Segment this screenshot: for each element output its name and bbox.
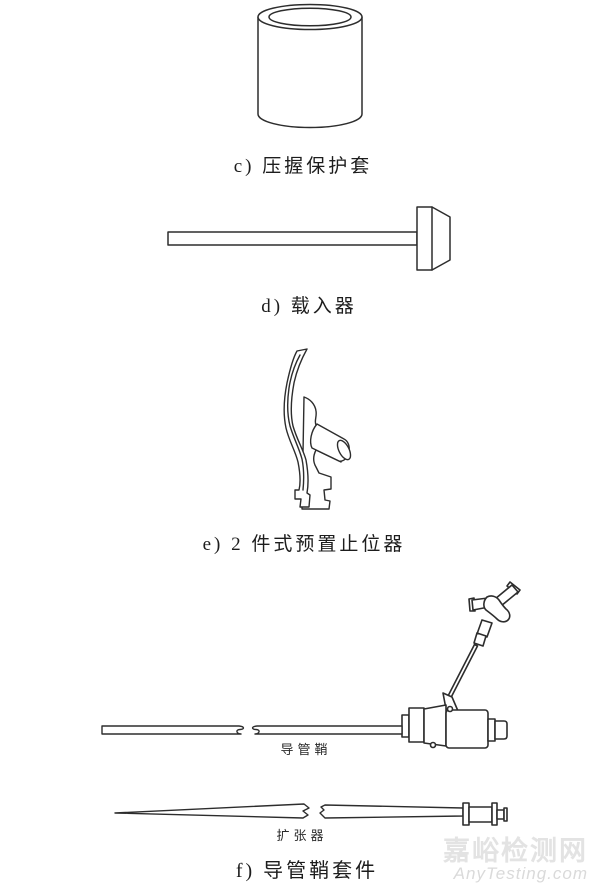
caption-loader: d) 载入器 (261, 296, 357, 317)
label-catheter-sheath: 导管鞘 (280, 742, 332, 757)
watermark: 嘉峪检测网 AnyTesting.com (418, 837, 588, 883)
loader-figure (167, 206, 451, 271)
sheath-hub (401, 704, 508, 749)
crimp-sleeve-figure (257, 3, 363, 129)
stopcock-valve (468, 581, 521, 623)
watermark-site-name: 嘉峪检测网 (443, 836, 588, 866)
caption-sheath-kit: f) 导管鞘套件 (235, 860, 379, 882)
watermark-site-url: AnyTesting.com (453, 864, 588, 884)
dilator-hub (462, 802, 508, 826)
label-dilator: 扩张器 (276, 828, 328, 843)
sheath-kit-figure (101, 581, 521, 826)
dilator (114, 802, 508, 826)
caption-preset-stopper: e) 2 件式预置止位器 (202, 534, 406, 555)
side-tube (442, 619, 493, 712)
preset-stopper-figure (283, 348, 352, 510)
sheath-tube (101, 725, 403, 735)
caption-crimp-sleeve: c) 压握保护套 (233, 156, 373, 177)
